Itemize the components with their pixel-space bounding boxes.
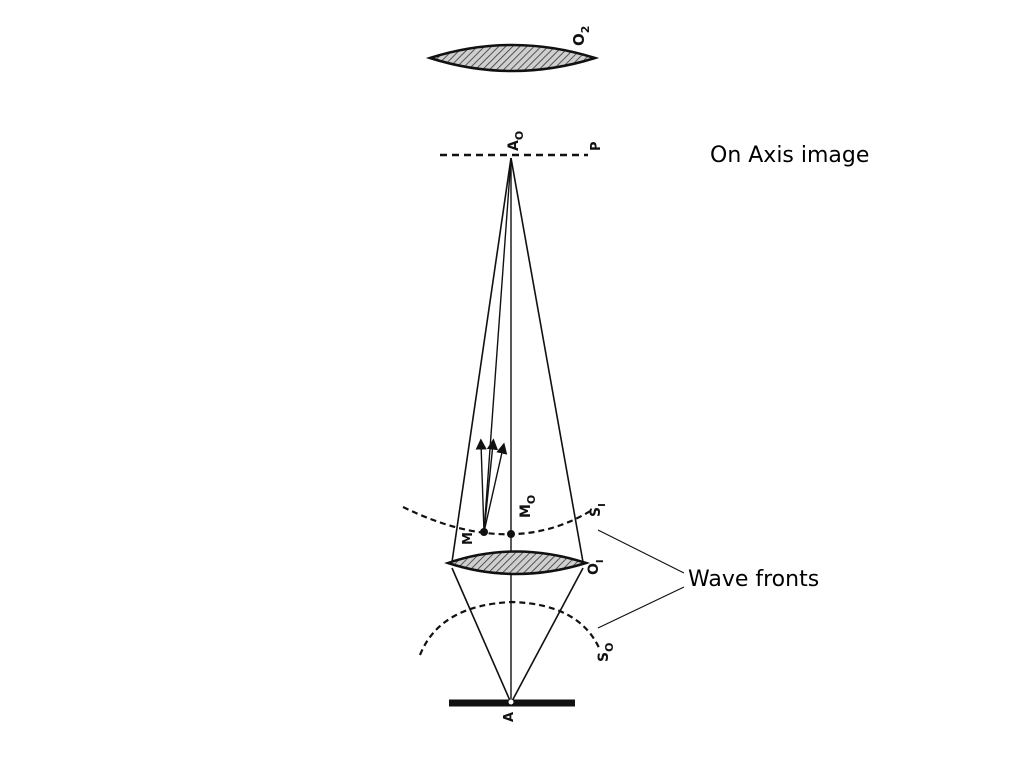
leader-line-so — [597, 586, 685, 629]
wavelet-arrow-3 — [483, 442, 508, 533]
ray-object-left — [451, 567, 512, 704]
wavefront-s-image — [402, 506, 593, 536]
label-image-plane: P — [589, 141, 604, 151]
object-point-dot — [508, 699, 514, 705]
label-objective-1: OI — [586, 559, 606, 575]
ray-left-outer — [451, 157, 512, 563]
label-wavefront-image: SI — [588, 503, 608, 517]
wavelet-arrow-2 — [483, 438, 499, 533]
ray-right-outer — [510, 157, 584, 563]
wavefront-s-object — [418, 600, 602, 656]
wavelet-arrow-1 — [475, 438, 487, 533]
label-objective-2: O2 — [570, 26, 592, 46]
on-axis-image-title: On Axis image — [710, 143, 870, 168]
label-point-m0: MO — [518, 495, 538, 518]
objective-2-lens — [425, 43, 600, 73]
objective-1-lens — [444, 550, 591, 576]
point-m0-dot — [507, 530, 515, 538]
leader-line-si — [597, 529, 685, 574]
label-wavefront-object: SO — [596, 643, 616, 662]
label-point-m: M — [461, 532, 476, 545]
label-image-point: AO — [506, 131, 526, 151]
ray-to-m — [483, 157, 512, 533]
ray-object-right — [510, 567, 584, 704]
wave-fronts-annotation: Wave fronts — [688, 567, 820, 592]
label-object-point: A — [502, 712, 517, 722]
